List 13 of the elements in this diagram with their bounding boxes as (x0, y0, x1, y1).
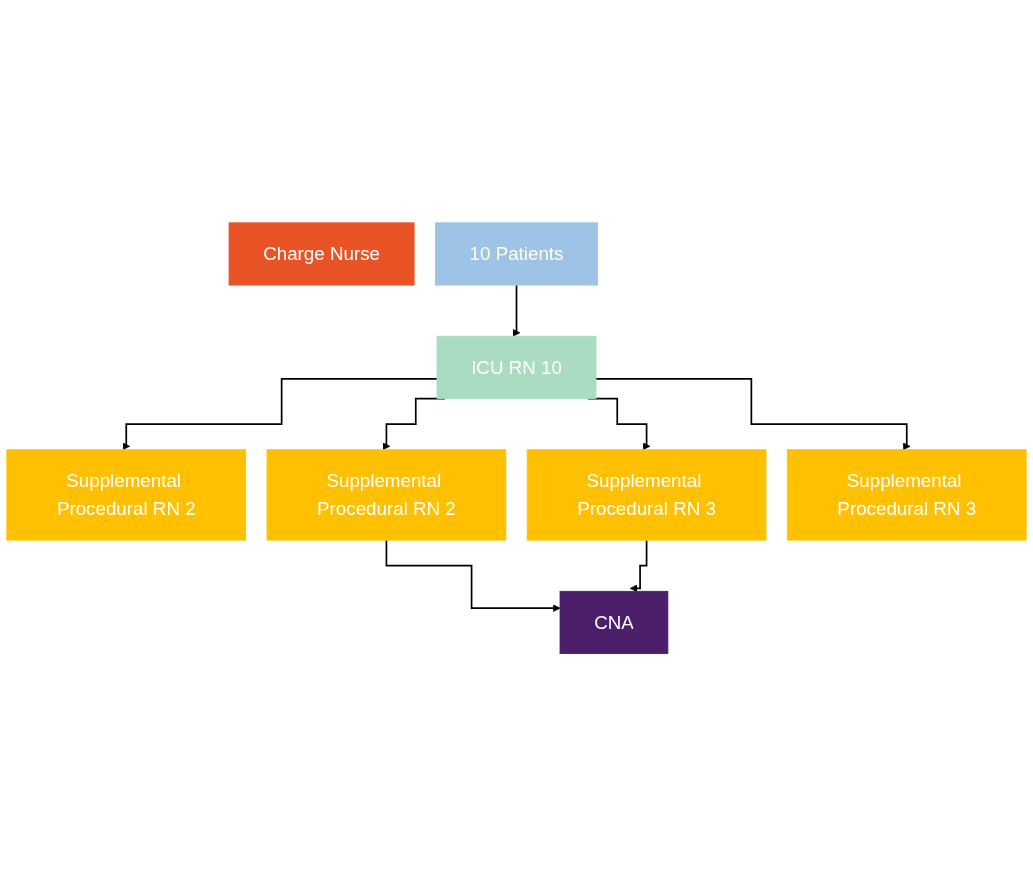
node-box: Supplemental Procedural RN 3 (526, 449, 767, 541)
node-box: Supplemental Procedural RN 2 (6, 449, 247, 541)
arrow (629, 539, 648, 592)
arrow (512, 284, 521, 337)
arrow (595, 377, 911, 450)
node-box: Charge Nurse (228, 222, 415, 286)
arrow (385, 539, 561, 612)
node-box: Supplemental Procedural RN 3 (786, 449, 1027, 541)
node-box: ICU RN 10 (436, 335, 597, 399)
node-box: 10 Patients (435, 222, 598, 286)
node-box: CNA (559, 590, 669, 654)
arrow (122, 377, 438, 450)
node-box: Supplemental Procedural RN 2 (266, 449, 507, 541)
